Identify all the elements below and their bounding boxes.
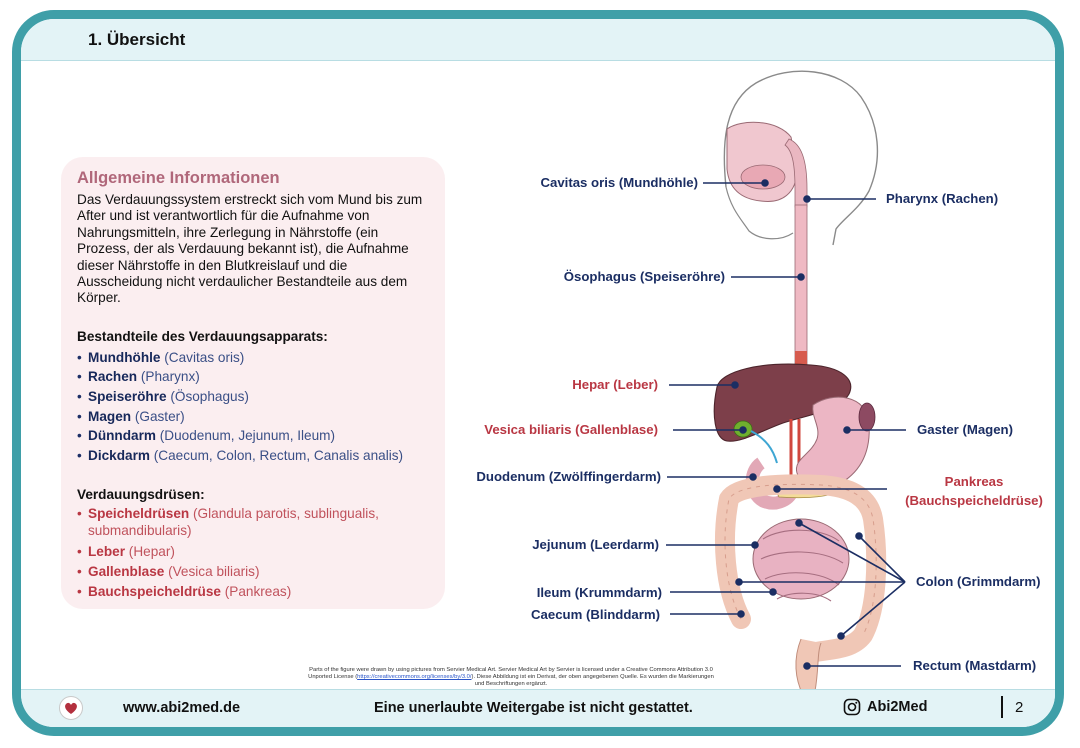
glands-heading: Verdauungsdrüsen: [77,487,205,503]
bile-duct [750,430,778,464]
label-caecum: Caecum (Blinddarm) [531,607,660,622]
list-item: Magen (Gaster) [77,407,431,427]
leader-lines [666,179,906,670]
list-item: Mundhöhle (Cavitas oris) [77,348,431,368]
page-frame: 1. Übersicht Allgemeine Informationen Da… [12,10,1064,736]
heart-logo-icon [59,696,83,720]
digestive-system-diagram: Cavitas oris (Mundhöhle) Pharynx (Rachen… [476,70,1043,701]
label-ileum: Ileum (Krummdarm) [537,585,662,600]
header-bar: 1. Übersicht [21,19,1055,61]
label-colon: Colon (Grimmdarm) [916,574,1041,589]
footer-separator [1001,696,1003,718]
list-item: Dünndarm (Duodenum, Jejunum, Ileum) [77,426,431,446]
license-link[interactable]: https://creativecommons.org/licenses/by/… [357,674,472,680]
list-item: Speiseröhre (Ösophagus) [77,387,431,407]
instagram-icon [843,698,861,716]
esophagus-diaphragm [795,351,807,367]
instagram-handle: Abi2Med [867,699,928,715]
footer-notice: Eine unerlaubte Weitergabe ist nicht ges… [374,700,693,716]
footer-instagram[interactable]: Abi2Med [843,698,927,716]
list-item: Gallenblase (Vesica biliaris) [77,562,431,582]
label-oesophagus: Ösophagus (Speiseröhre) [564,269,725,284]
mouth-cavity [726,121,798,203]
label-gaster: Gaster (Magen) [917,422,1013,437]
footer: www.abi2med.de Eine unerlaubte Weitergab… [21,689,1055,727]
info-box: Allgemeine Informationen Das Verdauungss… [61,157,445,609]
label-pankreas-sub: (Bauchspeicheldrüse) [905,493,1043,508]
footer-url[interactable]: www.abi2med.de [123,700,241,716]
small-intestine [752,518,850,602]
colon-haustra [724,483,877,636]
list-item: Dickdarm (Caecum, Colon, Rectum, Canalis… [77,446,431,466]
esophagus [794,204,808,366]
label-pankreas: Pankreas [945,474,1004,489]
label-pharynx: Pharynx (Rachen) [886,191,998,206]
list-item: Speicheldrüsen (Glandula parotis, sublin… [77,506,431,539]
label-cavitas: Cavitas oris (Mundhöhle) [540,175,698,190]
label-rectum: Rectum (Mastdarm) [913,658,1036,673]
list-item: Rachen (Pharynx) [77,367,431,387]
label-duodenum: Duodenum (Zwölffingerdarm) [476,469,661,484]
face-outline [725,186,794,240]
label-hepar: Hepar (Leber) [572,377,658,392]
list-item: Leber (Hepar) [77,542,431,562]
info-text: Das Verdauungssystem erstreckt sich vom … [77,192,423,306]
image-credit: Parts of the figure were drawn by using … [308,667,714,687]
info-title: Allgemeine Informationen [77,169,280,187]
page-number: 2 [1015,699,1024,716]
spleen [858,402,876,432]
components-list: Mundhöhle (Cavitas oris) Rachen (Pharynx… [77,348,431,466]
components-heading: Bestandteile des Verdauungsapparats: [77,328,328,344]
list-item: Bauchspeicheldrüse (Pankreas) [77,582,431,602]
page-title: 1. Übersicht [88,30,186,49]
label-jejunum: Jejunum (Leerdarm) [532,537,659,552]
glands-list: Speicheldrüsen (Glandula parotis, sublin… [77,506,431,601]
label-vesica: Vesica biliaris (Gallenblase) [484,422,658,437]
